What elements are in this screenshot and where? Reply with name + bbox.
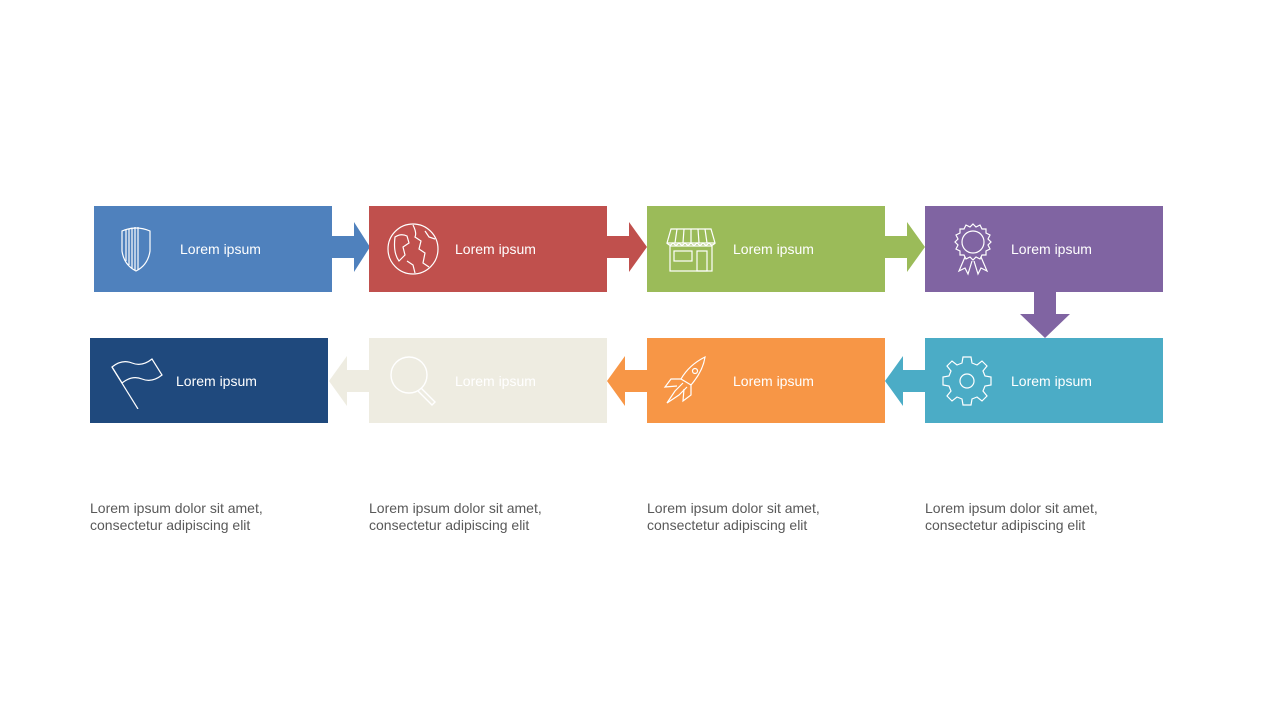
step-box-4: Lorem ipsum bbox=[925, 206, 1163, 292]
flag-icon bbox=[108, 353, 164, 409]
description-line: Lorem ipsum dolor sit amet, bbox=[647, 500, 820, 516]
step-label: Lorem ipsum bbox=[1011, 372, 1092, 389]
arrow-right-3 bbox=[885, 222, 925, 272]
description-line: Lorem ipsum dolor sit amet, bbox=[369, 500, 542, 516]
description-line: consectetur adipiscing elit bbox=[647, 517, 808, 533]
storefront-icon bbox=[663, 221, 719, 277]
arrow-right-1 bbox=[332, 222, 370, 272]
step-label: Lorem ipsum bbox=[176, 372, 257, 389]
gear-icon bbox=[939, 353, 995, 409]
award-ribbon-icon bbox=[945, 221, 1001, 277]
description-4: Lorem ipsum dolor sit amet, consectetur … bbox=[925, 500, 1145, 534]
step-label: Lorem ipsum bbox=[733, 241, 814, 257]
step-box-5: Lorem ipsum bbox=[925, 338, 1163, 423]
description-line: consectetur adipiscing elit bbox=[925, 517, 1086, 533]
description-1: Lorem ipsum dolor sit amet, consectetur … bbox=[90, 500, 310, 534]
step-label: Lorem ipsum bbox=[455, 241, 536, 257]
step-box-3: Lorem ipsum bbox=[647, 206, 885, 292]
step-label: Lorem ipsum bbox=[455, 372, 536, 389]
arrow-down bbox=[1020, 292, 1070, 338]
description-line: consectetur adipiscing elit bbox=[369, 517, 530, 533]
description-2: Lorem ipsum dolor sit amet, consectetur … bbox=[369, 500, 589, 534]
arrow-left-2 bbox=[607, 356, 647, 406]
globe-icon bbox=[385, 221, 441, 277]
arrow-right-2 bbox=[607, 222, 647, 272]
description-line: Lorem ipsum dolor sit amet, bbox=[925, 500, 1098, 516]
description-line: Lorem ipsum dolor sit amet, bbox=[90, 500, 263, 516]
arrow-left-1 bbox=[885, 356, 925, 406]
shield-icon bbox=[108, 221, 164, 277]
step-label: Lorem ipsum bbox=[1011, 241, 1092, 257]
magnifier-icon bbox=[385, 353, 441, 409]
description-line: consectetur adipiscing elit bbox=[90, 517, 251, 533]
step-label: Lorem ipsum bbox=[180, 241, 261, 257]
step-box-6: Lorem ipsum bbox=[647, 338, 885, 423]
step-label: Lorem ipsum bbox=[733, 372, 814, 389]
step-box-2: Lorem ipsum bbox=[369, 206, 607, 292]
description-3: Lorem ipsum dolor sit amet, consectetur … bbox=[647, 500, 867, 534]
step-box-1: Lorem ipsum bbox=[94, 206, 332, 292]
rocket-icon bbox=[659, 353, 715, 409]
step-box-7: Lorem ipsum bbox=[369, 338, 607, 423]
arrow-left-3 bbox=[329, 356, 369, 406]
step-box-8: Lorem ipsum bbox=[90, 338, 328, 423]
